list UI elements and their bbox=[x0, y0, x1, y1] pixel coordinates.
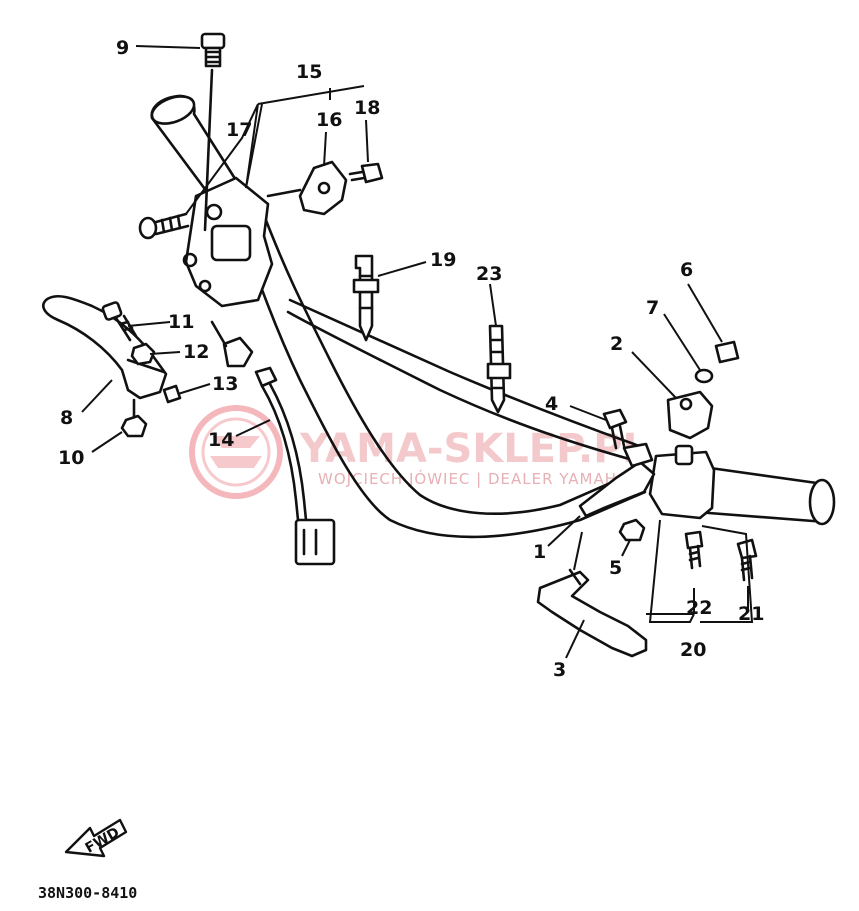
bolt-4 bbox=[602, 408, 628, 450]
callout-13: 13 bbox=[212, 373, 238, 395]
callout-20: 20 bbox=[680, 639, 706, 661]
left-lever-8 bbox=[42, 294, 168, 400]
washer-7 bbox=[694, 368, 714, 384]
callout-21: 21 bbox=[738, 603, 764, 625]
watermark-brand: YAMA-SKLEP.PL bbox=[299, 426, 648, 472]
callout-16: 16 bbox=[316, 109, 342, 131]
callout-14: 14 bbox=[208, 429, 234, 451]
callout-9: 9 bbox=[116, 37, 129, 59]
holder-2 bbox=[666, 390, 714, 440]
leader-lines bbox=[81, 45, 754, 659]
callout-10: 10 bbox=[58, 447, 84, 469]
brake-lever-3 bbox=[536, 568, 648, 658]
callout-4: 4 bbox=[545, 393, 558, 415]
screw-6 bbox=[714, 340, 740, 364]
screw-13 bbox=[162, 384, 182, 404]
bolt-9 bbox=[200, 32, 226, 232]
callout-labels: 1 2 3 4 5 6 7 8 9 10 11 12 13 14 15 16 1… bbox=[58, 37, 764, 681]
callout-17: 17 bbox=[226, 119, 252, 141]
fwd-arrow-icon: FWD bbox=[64, 818, 128, 858]
callout-15: 15 bbox=[296, 61, 322, 83]
cable-tie-19 bbox=[352, 254, 380, 342]
watermark-logo-icon bbox=[189, 405, 283, 499]
lever-bracket-1 bbox=[578, 442, 656, 518]
cable-tie-23 bbox=[486, 324, 512, 414]
nut-5 bbox=[618, 518, 646, 542]
left-switch-housing bbox=[182, 176, 274, 308]
drawing-code: 38N300-8410 bbox=[38, 884, 137, 902]
nut-10 bbox=[120, 398, 148, 438]
handlebar bbox=[238, 208, 647, 539]
callout-18: 18 bbox=[354, 97, 380, 119]
right-throttle-grip bbox=[648, 444, 836, 526]
callout-7: 7 bbox=[646, 297, 659, 319]
callout-12: 12 bbox=[183, 341, 209, 363]
watermark-tagline: WOJCIECH JÓWIEC | DEALER YAMAHA bbox=[318, 469, 628, 488]
callout-1: 1 bbox=[533, 541, 546, 563]
screw-17 bbox=[138, 212, 190, 240]
callout-8: 8 bbox=[60, 407, 73, 429]
callout-6: 6 bbox=[680, 259, 693, 281]
callout-23: 23 bbox=[476, 263, 502, 285]
callout-2: 2 bbox=[610, 333, 623, 355]
callout-3: 3 bbox=[553, 659, 566, 681]
screw-22 bbox=[684, 530, 704, 570]
nut-12 bbox=[130, 342, 156, 366]
clutch-switch-14 bbox=[210, 320, 336, 566]
callout-5: 5 bbox=[609, 557, 622, 579]
callout-19: 19 bbox=[430, 249, 456, 271]
clamp-16 bbox=[298, 160, 348, 216]
callout-22: 22 bbox=[686, 597, 712, 619]
watermark: YAMA-SKLEP.PL WOJCIECH JÓWIEC | DEALER Y… bbox=[189, 405, 648, 499]
screw-18 bbox=[266, 162, 384, 198]
callout-11: 11 bbox=[168, 311, 194, 333]
